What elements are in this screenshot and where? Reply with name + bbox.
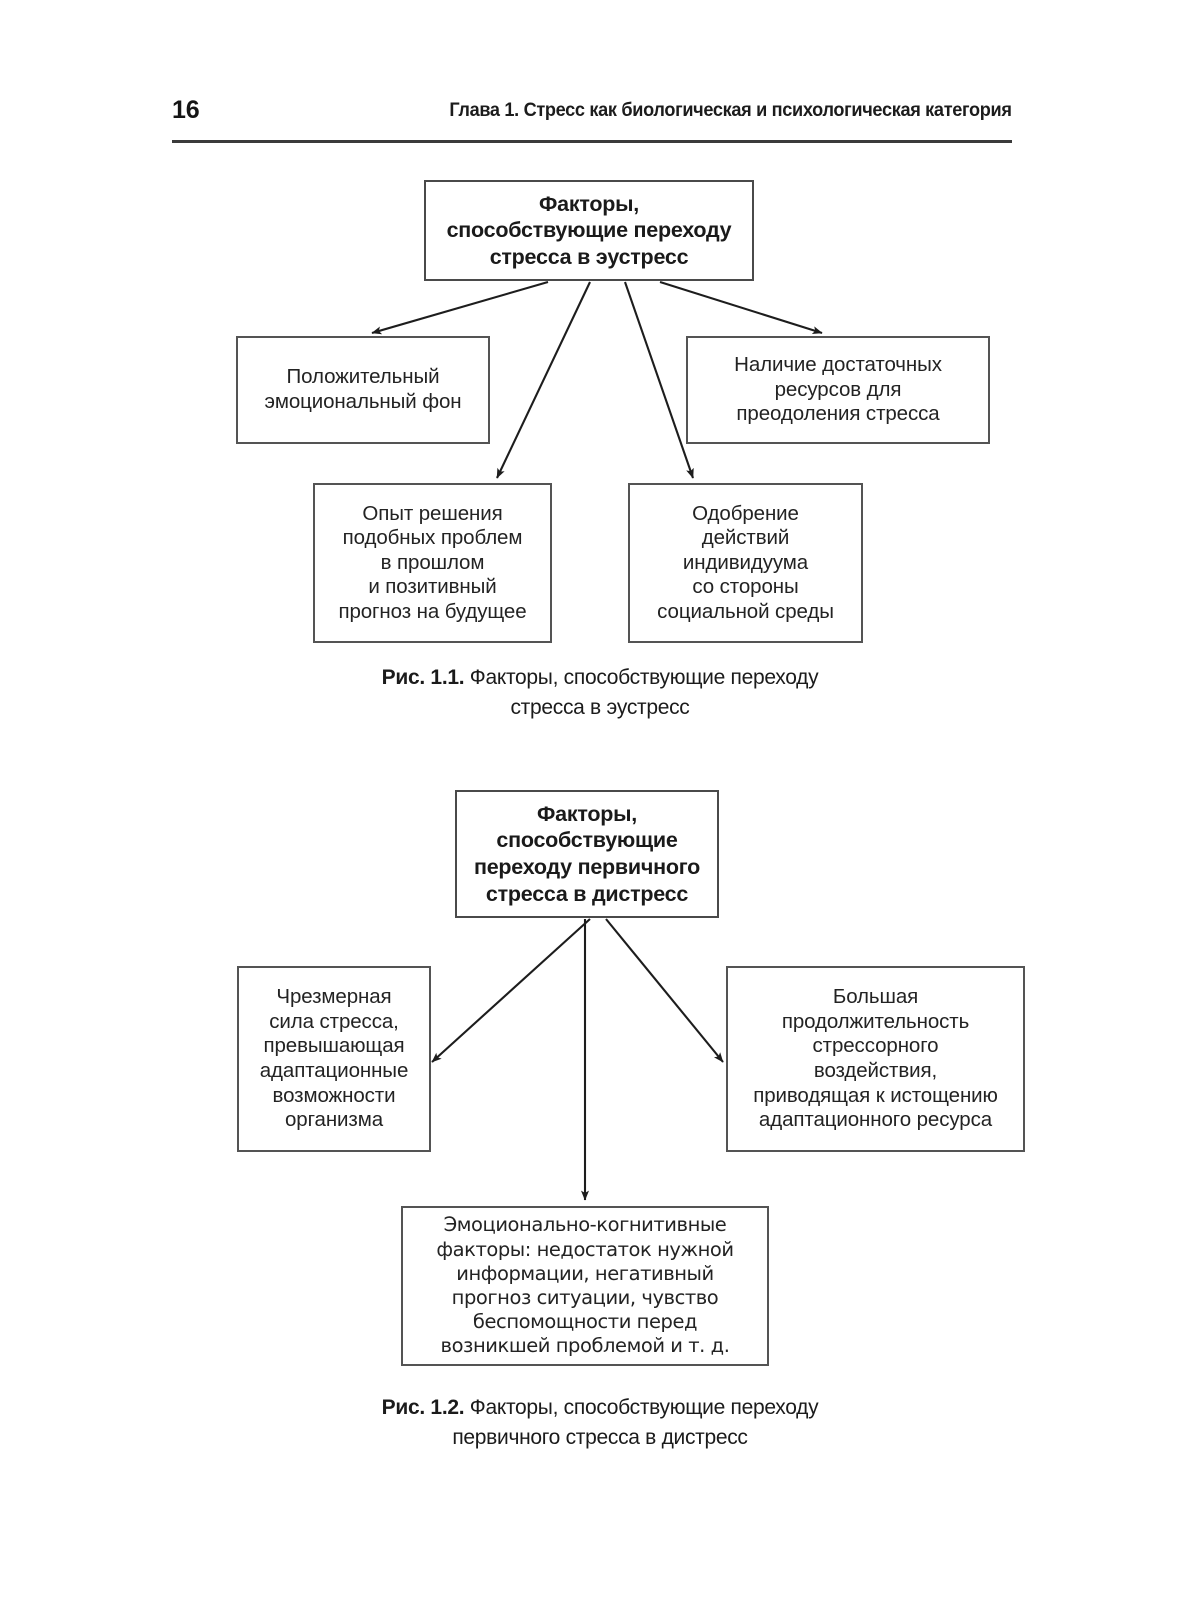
caption-line-2: первичного стресса в дистресс [452, 1425, 748, 1449]
node-excessive-stress-force: Чрезмерная сила стресса, превышающая ада… [237, 966, 431, 1152]
figure-1-1: Факторы, способствующие переходу стресса… [0, 178, 1200, 658]
connector-to-positive-background [371, 280, 549, 335]
diagram-distress-connectors [431, 918, 724, 1201]
node-past-experience-positive-forecast: Опыт решения подобных проблем в прошлом … [313, 483, 552, 643]
connector-to-sufficient-resources [659, 280, 823, 335]
node-label: Факторы, способствующие переходу стресса… [446, 191, 732, 269]
caption-label: Рис. 1.2. [381, 1396, 465, 1419]
figure-1-2: Факторы, способствующие переходу первичн… [0, 788, 1200, 1368]
node-label: Эмоционально-когнитивные факторы: недост… [436, 1213, 734, 1358]
diagram-eustress-connectors [371, 280, 823, 479]
node-emotional-cognitive-factors: Эмоционально-когнитивные факторы: недост… [401, 1206, 769, 1366]
node-root-eustress-factors: Факторы, способствующие переходу стресса… [424, 180, 754, 281]
node-social-environment-approval: Одобрение действий индивидуума со сторон… [628, 483, 863, 643]
node-label: Одобрение действий индивидуума со сторон… [657, 501, 834, 623]
caption-label: Рис. 1.1. [381, 666, 465, 689]
node-label: Большая продолжительность стрессорного в… [753, 985, 998, 1132]
node-label: Положительный эмоциональный фон [264, 365, 462, 413]
figure-1-2-caption: Рис. 1.2. Факторы, способствующие перехо… [0, 1393, 1200, 1453]
connector-to-social-approval [624, 281, 694, 479]
running-head-chapter-title: Глава 1. Стресс как биологическая и псих… [449, 99, 1013, 121]
node-label: Опыт решения подобных проблем в прошлом … [338, 501, 527, 623]
diagram-distress: Факторы, способствующие переходу первичн… [0, 788, 1200, 1368]
node-sufficient-resources: Наличие достаточных ресурсов для преодол… [686, 336, 990, 444]
node-label: Факторы, способствующие переходу первичн… [473, 801, 701, 906]
caption-line-2: стресса в эустресс [510, 695, 690, 719]
node-positive-emotional-background: Положительный эмоциональный фон [236, 336, 490, 444]
diagram-eustress: Факторы, способствующие переходу стресса… [0, 178, 1200, 658]
caption-line-1: Рис. 1.2. Факторы, способствующие перехо… [0, 1393, 1200, 1423]
figure-1-1-caption: Рис. 1.1. Факторы, способствующие перехо… [0, 663, 1200, 723]
node-long-stress-duration: Большая продолжительность стрессорного в… [726, 966, 1025, 1152]
connector-to-past-experience [496, 281, 591, 479]
header-rule [172, 140, 1012, 143]
page-number: 16 [172, 96, 200, 124]
connector-to-excessive-force [431, 918, 591, 1063]
caption-text-1: Факторы, способствующие переходу [464, 666, 819, 689]
page-header: 16 Глава 1. Стресс как биологическая и п… [172, 96, 1012, 130]
node-root-distress-factors: Факторы, способствующие переходу первичн… [455, 790, 719, 918]
caption-text-1: Факторы, способствующие переходу [464, 1396, 819, 1419]
node-label: Наличие достаточных ресурсов для преодол… [734, 353, 942, 426]
caption-line-1: Рис. 1.1. Факторы, способствующие перехо… [0, 663, 1200, 693]
node-label: Чрезмерная сила стресса, превышающая ада… [259, 985, 409, 1132]
connector-to-long-duration [605, 918, 724, 1063]
